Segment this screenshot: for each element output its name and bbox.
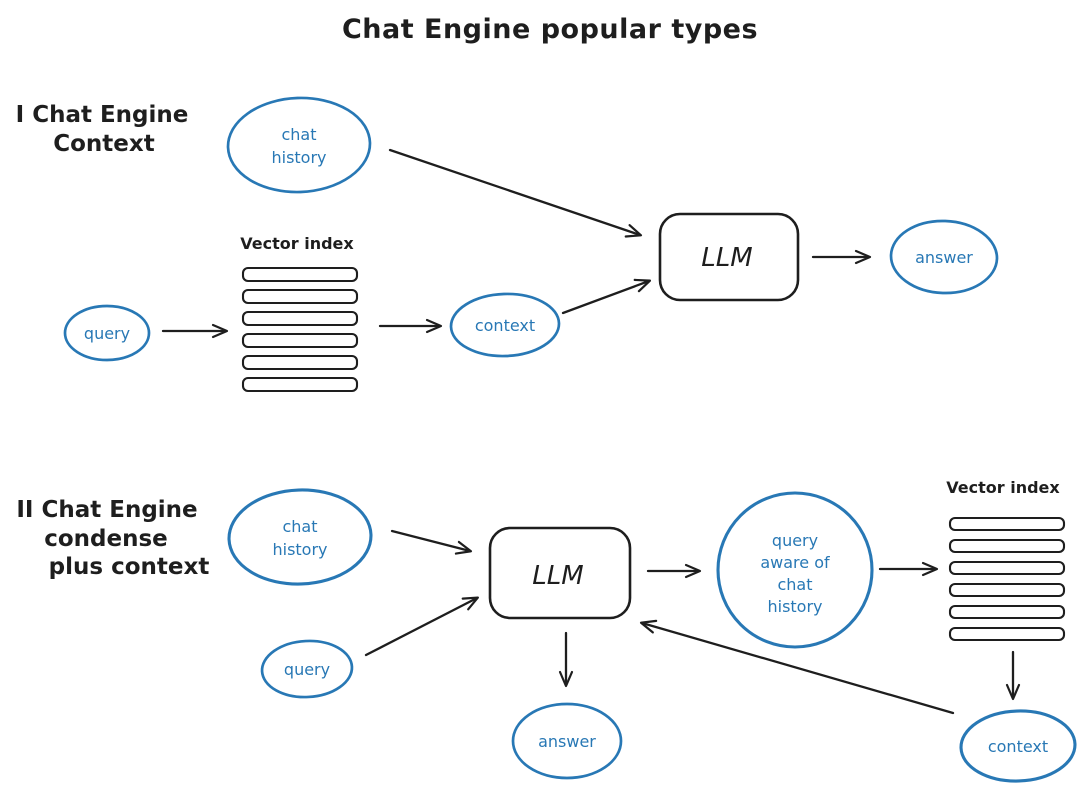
- section-1-chat-engine-context: I Chat Engine Context chat history query…: [16, 96, 999, 393]
- vector-index-bar: [948, 516, 1066, 532]
- vector-index-bar: [241, 376, 359, 393]
- page-title: Chat Engine popular types: [342, 14, 758, 45]
- d2-chat-history-node: chat history: [227, 488, 373, 586]
- d2-context-ellipse: [959, 709, 1077, 783]
- d2-answer-label: answer: [538, 732, 596, 751]
- d2-answer-node: answer: [511, 702, 623, 780]
- d2-context-node: context: [959, 709, 1077, 783]
- d1-answer-label: answer: [915, 248, 973, 267]
- d1-query-ellipse: [63, 304, 151, 362]
- section2-label-line2: condense: [44, 526, 168, 552]
- d2-query-node: query: [260, 639, 354, 699]
- d2-query-aware-label-line3: chat: [777, 575, 812, 594]
- d1-vector-index-label: Vector index: [240, 234, 354, 253]
- d2-chat-history-ellipse: [227, 488, 373, 586]
- d1-edge-context-to-llm: [561, 278, 652, 315]
- vector-index-bar: [948, 626, 1066, 642]
- d2-query-aware-node: query aware of chat history: [716, 491, 874, 649]
- section-2-chat-engine-condense-plus-context: II Chat Engine condense plus context cha…: [16, 478, 1077, 783]
- d2-chat-history-label-line2: history: [272, 540, 327, 559]
- vector-index-bar: [948, 604, 1066, 620]
- section1-label-line1: I Chat Engine: [16, 102, 189, 128]
- d1-edge-chat-history-to-llm: [388, 148, 643, 238]
- d2-query-ellipse: [260, 639, 354, 699]
- d1-chat-history-label-line2: history: [271, 148, 326, 167]
- d2-context-label: context: [988, 737, 1048, 756]
- vector-index-bar: [241, 310, 359, 327]
- d2-query-aware-label-line2: aware of: [760, 553, 830, 572]
- d1-query-node: query: [63, 304, 151, 362]
- d1-llm-node: LLM: [658, 212, 800, 302]
- section1-label-line2: Context: [53, 131, 154, 157]
- d1-query-label: query: [84, 324, 130, 343]
- d1-context-node: context: [449, 292, 561, 358]
- d2-query-aware-label-line1: query: [772, 531, 818, 550]
- d2-edge-chat-history-to-llm: [390, 529, 473, 555]
- d1-llm-box: [658, 212, 800, 302]
- d2-llm-label: LLM: [532, 561, 583, 591]
- d2-vector-index-label: Vector index: [946, 478, 1060, 497]
- d1-answer-ellipse: [889, 219, 999, 295]
- d2-query-aware-circle: [716, 491, 874, 649]
- d2-edge-query-to-llm: [364, 596, 479, 657]
- d2-llm-box: [488, 526, 632, 620]
- d1-chat-history-node: chat history: [226, 96, 372, 194]
- vector-index-bar: [948, 538, 1066, 554]
- vector-index-bar: [241, 288, 359, 305]
- d2-query-label: query: [284, 660, 330, 679]
- d1-context-ellipse: [449, 292, 561, 358]
- d1-chat-history-label-line1: chat: [281, 125, 316, 144]
- section2-label-line3: plus context: [49, 554, 210, 580]
- vector-index-bar: [241, 332, 359, 349]
- d2-llm-node: LLM: [488, 526, 632, 620]
- d1-chat-history-ellipse: [226, 96, 372, 194]
- d2-query-aware-label-line4: history: [767, 597, 822, 616]
- vector-index-bar: [948, 560, 1066, 576]
- d1-context-label: context: [475, 316, 535, 335]
- vector-index-bar: [241, 266, 359, 283]
- d2-answer-ellipse: [511, 702, 623, 780]
- vector-index-bar: [241, 354, 359, 371]
- d1-vector-index-node: Vector index: [240, 234, 359, 393]
- section2-label-line1: II Chat Engine: [16, 497, 197, 523]
- vector-index-bar: [948, 582, 1066, 598]
- d2-edge-context-to-llm: [639, 619, 955, 715]
- d2-chat-history-label-line1: chat: [282, 517, 317, 536]
- d1-llm-label: LLM: [701, 243, 752, 273]
- d2-vector-index-node: Vector index: [946, 478, 1066, 642]
- d1-answer-node: answer: [889, 219, 999, 295]
